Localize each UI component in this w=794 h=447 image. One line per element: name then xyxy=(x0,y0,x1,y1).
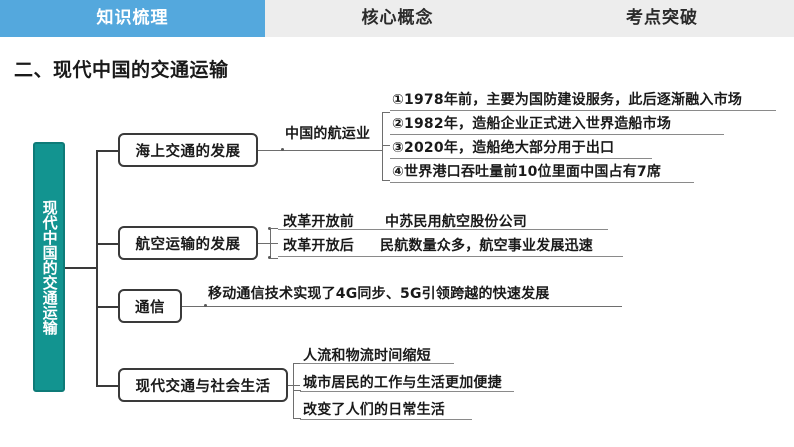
node-sea-transport[interactable]: 海上交通的发展 xyxy=(118,133,258,167)
sea-item-3-underline xyxy=(390,158,652,159)
root-node-modern-china-transport: 现代中国的交通运输 xyxy=(33,142,65,392)
life-bracket-mid xyxy=(293,390,301,391)
life-item-3-underline xyxy=(300,419,472,420)
node-transport-and-social-life[interactable]: 现代交通与社会生活 xyxy=(118,368,288,402)
tab-core-concepts[interactable]: 核心概念 xyxy=(361,8,434,28)
sea-sub-label: 中国的航运业 xyxy=(285,126,371,142)
sea-item-4-underline xyxy=(390,182,694,183)
sea-items-bracket xyxy=(382,112,383,180)
air-bracket-dot-bottom xyxy=(268,256,271,259)
life-item-2-underline xyxy=(300,391,514,392)
top-tab-bar: 知识梳理 核心概念 考点突破 xyxy=(0,0,794,37)
node-air-transport[interactable]: 航空运输的发展 xyxy=(118,226,258,260)
sea-item-4: ④世界港口吞吐量前10位里面中国占有7席 xyxy=(392,164,662,180)
sea-item-3: ③2020年，造船绝大部分用于出口 xyxy=(392,140,615,156)
tab-bar-divider xyxy=(0,37,794,39)
air-bracket-top xyxy=(270,228,278,229)
trunk-spine-line xyxy=(96,150,98,385)
air-bracket-bottom xyxy=(270,258,278,259)
air-row-1-period: 改革开放前 xyxy=(283,214,354,230)
branch-stub-3 xyxy=(96,306,118,308)
air-row-1-detail: 中苏民用航空股份公司 xyxy=(385,214,527,230)
air-row-2-underline xyxy=(278,256,623,257)
air-row-2-period: 改革开放后 xyxy=(283,238,354,254)
life-bracket-top xyxy=(293,363,301,364)
node-communication[interactable]: 通信 xyxy=(118,289,182,323)
life-item-1: 人流和物流时间缩短 xyxy=(303,348,431,364)
life-item-2: 城市居民的工作与生活更加便捷 xyxy=(303,375,502,391)
sea-connector-line xyxy=(258,150,382,151)
sea-item-2: ②1982年，造船企业正式进入世界造船市场 xyxy=(392,116,672,132)
air-rows-bracket xyxy=(270,228,271,258)
trunk-stem-line xyxy=(65,267,96,269)
sea-connector-dot xyxy=(281,148,284,151)
life-connector-line xyxy=(288,385,300,386)
branch-stub-2 xyxy=(96,243,118,245)
air-row-1-underline xyxy=(278,229,608,230)
comm-connector-dot xyxy=(204,304,207,307)
branch-stub-1 xyxy=(96,150,118,152)
sea-item-2-underline xyxy=(390,134,724,135)
sea-item-1-underline xyxy=(390,110,776,111)
sea-items-bracket-top xyxy=(382,112,390,113)
tab-key-points[interactable]: 考点突破 xyxy=(626,8,698,28)
sea-items-bracket-bottom xyxy=(382,180,390,181)
sea-item-1: ①1978年前，主要为国防建设服务，此后逐渐融入市场 xyxy=(392,92,743,108)
tab-knowledge-review[interactable]: 知识梳理 xyxy=(0,0,265,37)
life-item-3: 改变了人们的日常生活 xyxy=(303,402,445,418)
air-bracket-dot-top xyxy=(268,227,271,230)
air-row-2-detail: 民航数量众多，航空事业发展迅速 xyxy=(380,238,593,254)
root-node-label: 现代中国的交通运输 xyxy=(40,199,59,335)
comm-connector-line xyxy=(182,306,622,307)
life-item-1-underline xyxy=(300,363,454,364)
page-title: 二、现代中国的交通运输 xyxy=(14,59,229,81)
air-connector-line xyxy=(258,243,278,244)
branch-stub-4 xyxy=(96,385,118,387)
sea-items-bracket-mid xyxy=(382,145,390,146)
life-bracket-bottom xyxy=(293,418,301,419)
comm-item-1: 移动通信技术实现了4G同步、5G引领跨越的快速发展 xyxy=(208,286,550,302)
